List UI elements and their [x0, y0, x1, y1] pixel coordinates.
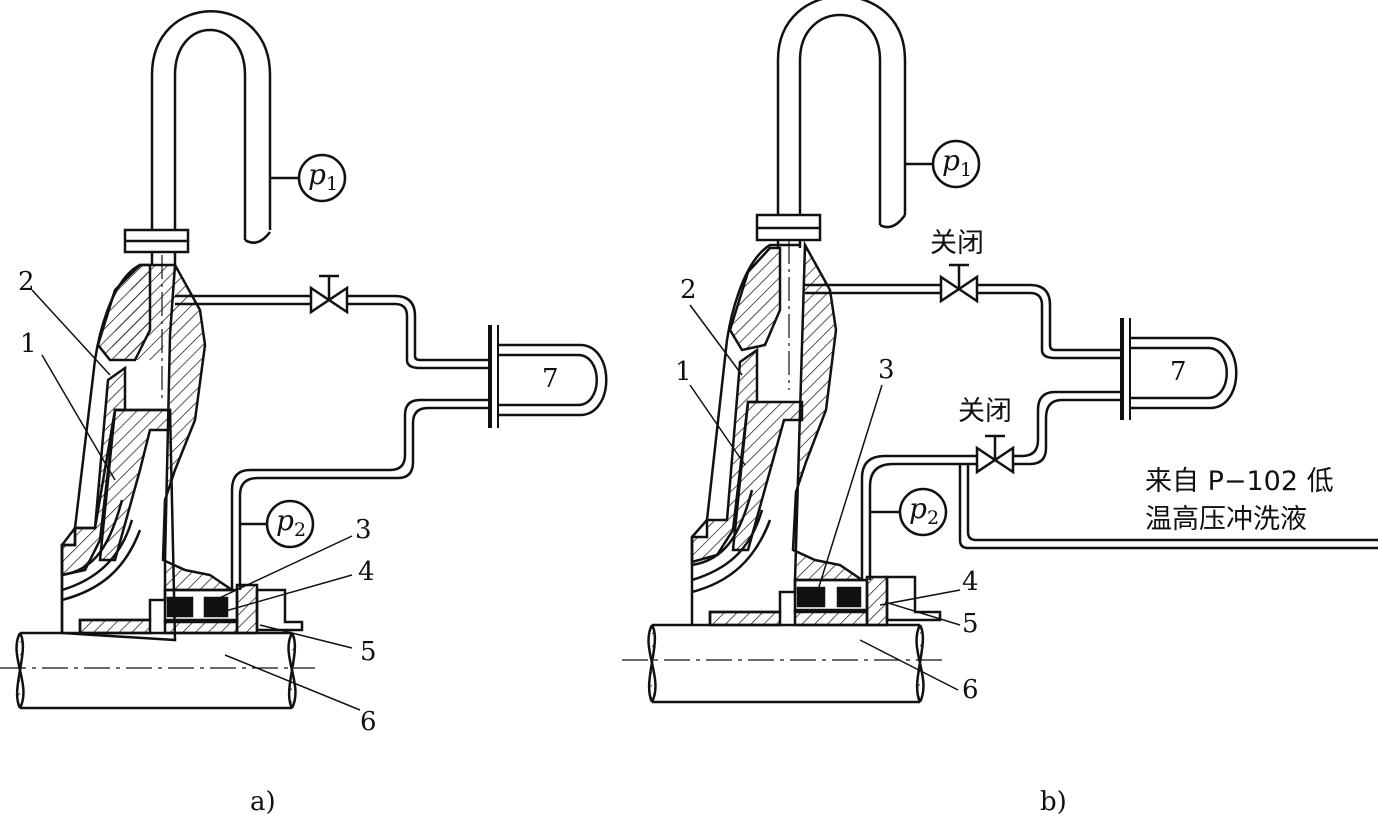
- callout-2-a: 2: [18, 267, 35, 297]
- gauge-p1-a-label: p1: [308, 158, 338, 195]
- seal-a: [163, 583, 304, 635]
- callout-1-b: 1: [675, 357, 692, 387]
- gauge-p2-a-label: p2: [276, 504, 306, 541]
- labels-b: 2 1 3 4 5 6 7 p1 p2 关闭 关闭 来自 P−102 低 温高压…: [675, 144, 1334, 817]
- shaft-b: [622, 623, 945, 704]
- callout-2-b: 2: [680, 275, 697, 305]
- figure-b: [622, 0, 1378, 704]
- callout-3-b: 3: [878, 355, 895, 385]
- casing-a: [60, 260, 237, 642]
- figure-a: [0, 10, 608, 711]
- labels-a: 2 1 3 4 5 6 7 p1 p2 a): [18, 158, 559, 817]
- discharge-pipe-a: [123, 10, 272, 400]
- callout-5-a: 5: [360, 637, 377, 667]
- shaft-a: [0, 631, 315, 710]
- discharge-pipe-b: [755, 0, 907, 390]
- casing-b: [690, 240, 867, 627]
- callout-7-a: 7: [542, 364, 559, 394]
- callout-6-a: 6: [360, 707, 377, 737]
- source-label-line2: 温高压冲洗液: [1145, 504, 1307, 535]
- leaders-b: [689, 304, 961, 691]
- gauge-p1-b: [905, 139, 981, 189]
- caption-a: a): [250, 787, 276, 817]
- callout-1-a: 1: [20, 329, 37, 359]
- gauge-p2-b: [870, 487, 948, 537]
- seal-b: [793, 575, 942, 627]
- gauge-p1-b-label: p1: [942, 144, 972, 181]
- callout-6-b: 6: [962, 675, 979, 705]
- gauge-p1-a: [270, 153, 347, 203]
- valve-bottom-label: 关闭: [958, 396, 1012, 427]
- flush-line-b: [805, 263, 1378, 580]
- leaders-a: [31, 289, 361, 711]
- callout-7-b: 7: [1170, 357, 1187, 387]
- callout-4-a: 4: [358, 557, 375, 587]
- valve-top-label: 关闭: [930, 228, 984, 259]
- gauge-p2-b-label: p2: [909, 492, 939, 529]
- flush-line-a: [175, 274, 608, 590]
- caption-b: b): [1040, 787, 1067, 817]
- gauge-p2-a: [240, 499, 315, 549]
- callout-4-b: 4: [962, 567, 979, 597]
- callout-3-a: 3: [355, 515, 372, 545]
- source-label-line1: 来自 P−102 低: [1145, 466, 1334, 497]
- callout-5-b: 5: [962, 609, 979, 639]
